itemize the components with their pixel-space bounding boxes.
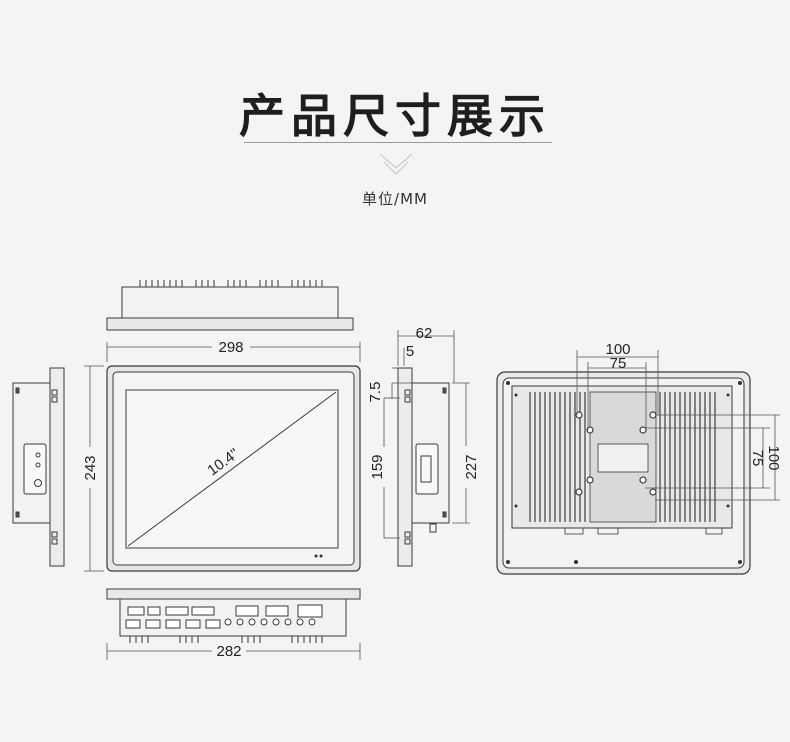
title-divider <box>244 142 552 143</box>
side-height-label: 227 <box>463 454 480 479</box>
back-dimensions <box>576 350 780 501</box>
back-vesa-outer-label: 100 <box>605 341 630 358</box>
top-view <box>106 280 354 331</box>
front-height-label: 243 <box>82 455 99 480</box>
chevron-down-icon <box>379 153 413 175</box>
back-vesa-inner-v-label: 75 <box>749 450 766 467</box>
side-dimensions <box>383 330 470 539</box>
side-offset-label: 5 <box>406 343 414 360</box>
top-heatsink-fins <box>139 280 323 287</box>
side-mount-label: 159 <box>369 454 386 479</box>
bottom-dimension <box>106 643 361 660</box>
left-side-view <box>12 367 65 567</box>
front-view: 10.4" 298 243 <box>82 339 361 572</box>
side-top-label: 7.5 <box>367 382 384 403</box>
back-view <box>496 371 751 575</box>
back-vesa-inner-label: 75 <box>610 355 627 372</box>
unit-label: 单位/MM <box>362 190 428 208</box>
front-width-label: 298 <box>218 339 243 356</box>
bottom-view <box>106 588 361 643</box>
right-side-view <box>397 367 450 567</box>
back-vesa-outer-v-label: 100 <box>765 445 782 470</box>
page-title: 产品尺寸展示 <box>239 89 551 143</box>
side-depth-label: 62 <box>416 325 433 342</box>
bottom-width-label: 282 <box>216 643 241 660</box>
